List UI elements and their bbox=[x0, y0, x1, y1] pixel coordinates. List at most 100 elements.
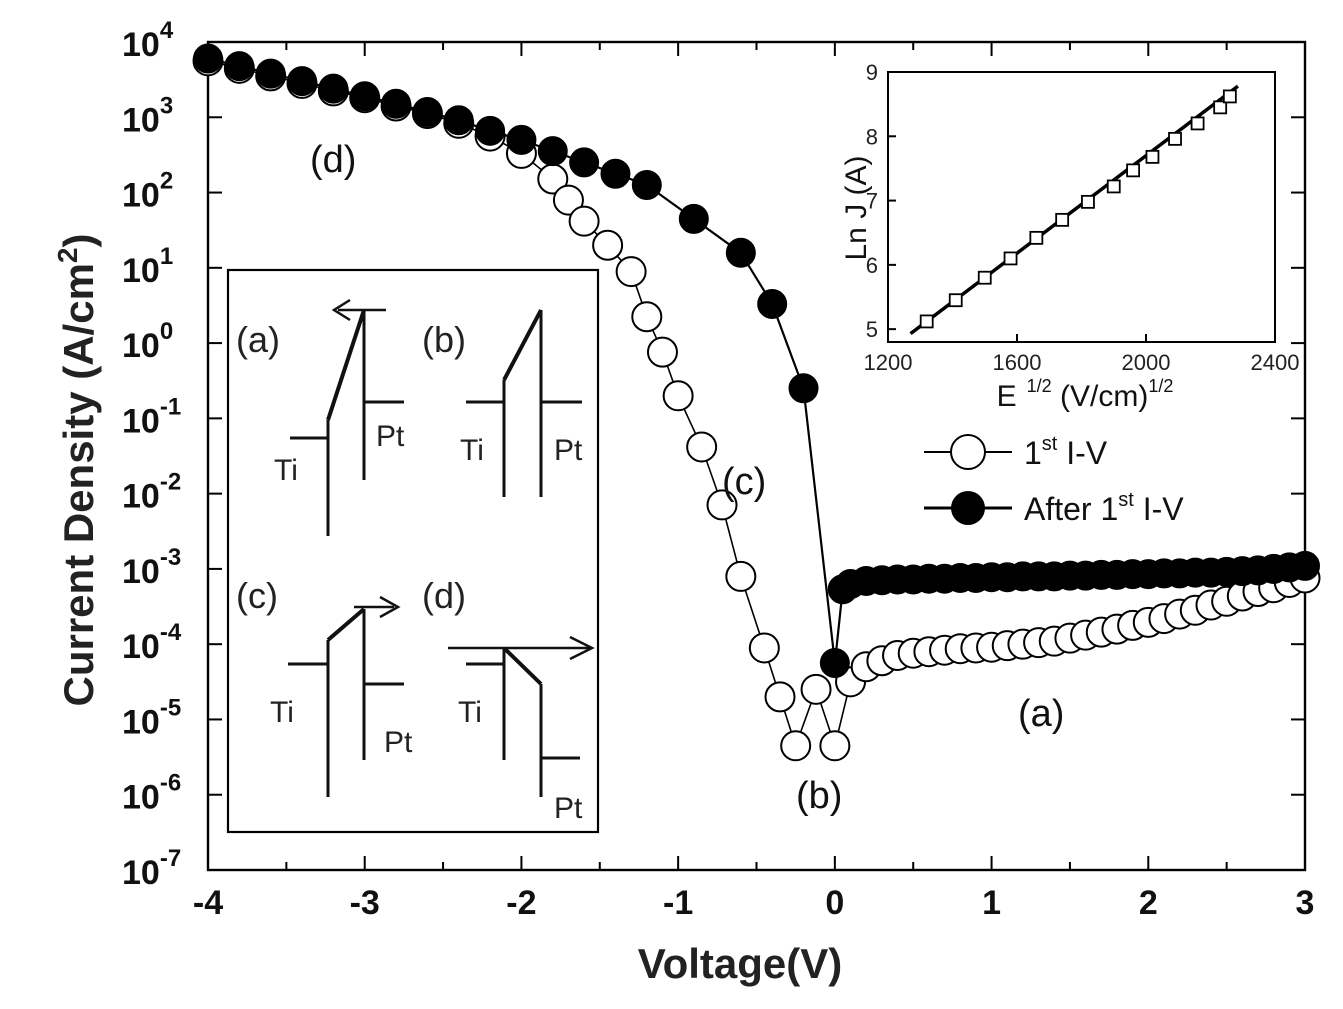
y-tick-label: 100 bbox=[122, 318, 173, 365]
y-axis-ticks: 10410310210110010-110-210-310-410-510-61… bbox=[122, 17, 1305, 892]
x-tick-label: 0 bbox=[825, 884, 844, 922]
band-diagram-b bbox=[466, 309, 582, 497]
y-axis-label-main: Current Density (A/cm bbox=[55, 263, 102, 706]
band-c-ti-label: Ti bbox=[270, 696, 294, 729]
inset-data-point bbox=[1106, 179, 1121, 194]
inset-data-point bbox=[1003, 251, 1018, 266]
legend-1-tail: I-V bbox=[1057, 435, 1107, 471]
inset-fit-line bbox=[909, 84, 1239, 336]
annotation-b: (b) bbox=[796, 775, 842, 817]
data-point-open bbox=[686, 431, 718, 463]
data-point-filled bbox=[757, 288, 788, 319]
inset-data-point bbox=[1081, 194, 1095, 209]
data-point-open bbox=[764, 681, 796, 713]
inset-x-tick-label: 2000 bbox=[1122, 350, 1171, 375]
band-diagram-d bbox=[448, 635, 595, 797]
y-tick-label: 10-3 bbox=[122, 544, 181, 591]
data-point-filled bbox=[819, 648, 850, 678]
inset-data-point bbox=[1168, 131, 1182, 146]
inset-y-tick-label: 9 bbox=[866, 60, 878, 85]
legend-marker-open bbox=[950, 434, 986, 470]
inset-y-tick-label: 8 bbox=[866, 124, 878, 149]
y-tick-label: 10-2 bbox=[122, 469, 181, 516]
legend-2-base: After 1 bbox=[1024, 491, 1118, 527]
data-point-filled bbox=[224, 51, 255, 82]
inset-data-point bbox=[977, 270, 992, 285]
y-tick-label: 101 bbox=[122, 243, 173, 290]
legend-label-2: After 1st I-V bbox=[1024, 489, 1184, 527]
data-point-filled bbox=[788, 373, 819, 404]
band-b-ti-label: Ti bbox=[460, 434, 484, 467]
band-a-ti-label: Ti bbox=[274, 454, 298, 487]
data-point-open bbox=[725, 560, 757, 592]
data-point-filled bbox=[318, 73, 349, 104]
x-tick-label: 3 bbox=[1296, 884, 1315, 922]
annotation-a: (a) bbox=[1018, 693, 1064, 735]
data-point-open bbox=[819, 730, 851, 762]
inset-x-tick-label: 1200 bbox=[864, 350, 913, 375]
main-series-points bbox=[192, 43, 1321, 762]
annotation-d: (d) bbox=[310, 139, 356, 181]
data-point-filled bbox=[287, 66, 318, 97]
inset-data-point bbox=[1029, 230, 1044, 245]
inset-data-point bbox=[1222, 89, 1237, 104]
x-tick-label: -2 bbox=[506, 884, 536, 922]
data-point-filled bbox=[255, 58, 286, 89]
band-diagram-inset: (a) Ti Pt (b) Ti Pt (c) bbox=[226, 268, 600, 834]
data-point-filled bbox=[725, 237, 756, 268]
inset-y-tick-label: 5 bbox=[866, 317, 878, 342]
data-point-open bbox=[748, 632, 780, 664]
legend-label-1: 1st I-V bbox=[1024, 433, 1108, 471]
inset-x-tick-label: 2400 bbox=[1251, 350, 1300, 375]
inset-y-label: Ln J (A) bbox=[840, 155, 873, 260]
data-point-filled bbox=[193, 43, 223, 74]
inset-y-tick-label: 6 bbox=[866, 253, 878, 278]
data-point-open bbox=[631, 301, 663, 333]
band-c-pt-label: Pt bbox=[384, 726, 413, 759]
data-point-open bbox=[592, 229, 624, 261]
legend-2-tail: I-V bbox=[1134, 491, 1184, 527]
y-tick-label: 10-1 bbox=[122, 393, 181, 440]
data-point-filled bbox=[443, 105, 474, 136]
data-point-open bbox=[568, 205, 600, 237]
inset-x-label-sup: 1/2 bbox=[1027, 376, 1052, 396]
band-diagram-frame bbox=[226, 268, 600, 834]
y-axis-label: Current Density (A/cm2) bbox=[52, 234, 102, 707]
data-point-filled bbox=[631, 170, 662, 201]
y-axis-label-sup: 2 bbox=[52, 248, 83, 264]
legend-marker-filled bbox=[951, 491, 985, 525]
y-tick-label: 10-5 bbox=[122, 694, 181, 741]
data-point-filled bbox=[569, 147, 600, 178]
y-tick-label: 10-6 bbox=[122, 770, 181, 817]
x-tick-label: -3 bbox=[350, 884, 380, 922]
data-point-open bbox=[552, 184, 584, 216]
x-tick-label: 2 bbox=[1139, 884, 1158, 922]
y-tick-label: 10-4 bbox=[122, 619, 182, 666]
inset-x-tick-label: 1600 bbox=[993, 350, 1042, 375]
data-point-open bbox=[800, 673, 832, 705]
band-d-ti-label: Ti bbox=[458, 696, 482, 729]
data-point-filled bbox=[537, 136, 568, 167]
inset-x-label-base: E bbox=[997, 380, 1017, 413]
data-point-filled bbox=[412, 97, 443, 128]
data-point-filled bbox=[475, 115, 506, 146]
band-label-a: (a) bbox=[236, 319, 280, 360]
band-d-pt-label: Pt bbox=[554, 792, 583, 825]
inset-data-point bbox=[1213, 100, 1228, 115]
x-tick-label: -1 bbox=[663, 884, 693, 922]
y-axis-label-close: ) bbox=[55, 234, 102, 248]
y-tick-label: 103 bbox=[122, 92, 173, 139]
x-tick-label: 1 bbox=[982, 884, 1001, 922]
data-point-filled bbox=[600, 158, 631, 189]
band-label-c: (c) bbox=[236, 575, 278, 616]
band-diagram-a bbox=[290, 298, 404, 536]
inset-x-label-sup2: 1/2 bbox=[1148, 376, 1173, 396]
data-point-filled bbox=[349, 81, 380, 112]
inset-y-tick-label: 7 bbox=[866, 189, 878, 214]
band-label-d: (d) bbox=[422, 575, 466, 616]
inset-data-point bbox=[948, 293, 963, 308]
annotation-c: (c) bbox=[722, 461, 766, 503]
y-tick-label: 10-7 bbox=[122, 845, 181, 892]
